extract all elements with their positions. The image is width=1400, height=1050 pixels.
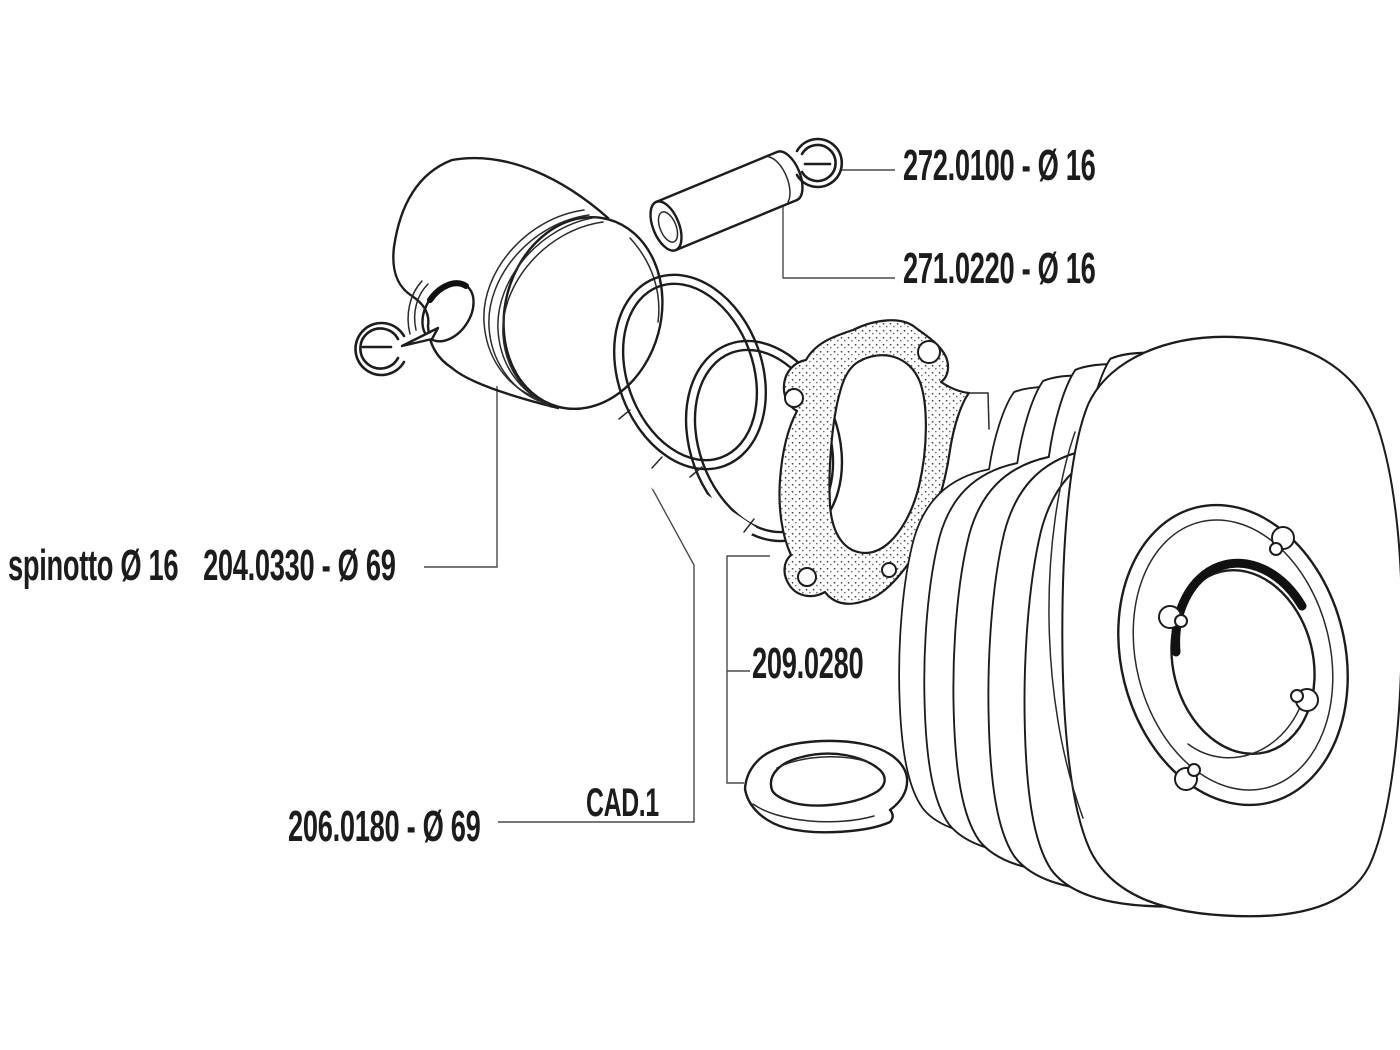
base-gasket: [743, 739, 909, 834]
label-piston: 204.0330 - Ø 69: [203, 541, 396, 590]
cylinder: [898, 335, 1400, 918]
label-piston-row: spinotto Ø 16 204.0330 - Ø 69: [8, 544, 396, 588]
label-piston-rings: 206.0180 - Ø 69: [288, 802, 481, 851]
stud-notches: [1158, 526, 1319, 791]
circlip-groove-sliver: [400, 326, 440, 348]
label-circlip: 272.0100 - Ø 16: [903, 141, 1096, 190]
leader-lines: [424, 169, 895, 823]
gasket-edge-line: [968, 392, 990, 430]
piston-pin-bore: [407, 280, 475, 343]
cylinder-base-face: [1061, 335, 1400, 918]
label-wrist-pin: 271.0220 - Ø 16: [903, 244, 1096, 293]
label-gasket-set: 209.0280: [752, 639, 864, 688]
circlip-left: [354, 321, 406, 377]
piston: [392, 156, 664, 411]
circlip-right: [795, 137, 843, 189]
label-spinotto: spinotto Ø 16: [8, 541, 179, 590]
label-cad-note: CAD.1: [586, 781, 659, 825]
wrist-pin: [649, 150, 804, 252]
